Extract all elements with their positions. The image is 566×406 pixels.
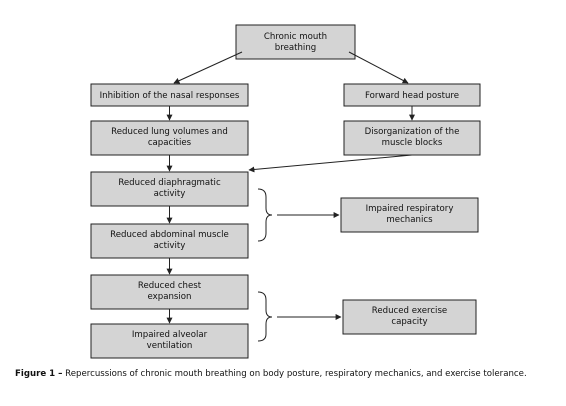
box-text-line: Reduced diaphragmatic	[118, 178, 221, 188]
caption-label: Figure 1 –	[15, 369, 63, 379]
box-text-line: mechanics	[386, 215, 433, 225]
box-text-line: Reduced chest	[138, 281, 202, 291]
box-text-line: muscle blocks	[382, 138, 443, 148]
box-text-line: activity	[154, 189, 186, 199]
box-text-line: activity	[154, 241, 186, 251]
box-text-line: breathing	[275, 43, 316, 53]
box-text-line: capacities	[148, 138, 192, 148]
box-text-line: Chronic mouth	[264, 32, 327, 42]
box-text-line: ventilation	[147, 341, 193, 351]
figure-caption: Figure 1 – Repercussions of chronic mout…	[15, 368, 555, 380]
arrow-mouth-to-nasal	[173, 51, 243, 84]
box-text-line: Disorganization of the	[365, 127, 460, 137]
box-text-line: Impaired alveolar	[132, 330, 208, 340]
box-text: Forward head posture	[365, 91, 459, 101]
caption-text: Repercussions of chronic mouth breathing…	[65, 369, 527, 379]
box-text-line: Reduced abdominal muscle	[110, 230, 229, 240]
box-text-line: Forward head posture	[365, 91, 459, 101]
brace-lower	[257, 291, 273, 342]
box-text-line: Inhibition of the nasal responses	[100, 91, 240, 101]
brace-upper	[257, 188, 273, 242]
box-text: Inhibition of the nasal responses	[100, 91, 240, 101]
box-text-line: Reduced lung volumes and	[111, 127, 228, 137]
box-inhibition-nasal-responses: Inhibition of the nasal responses	[90, 83, 249, 107]
box-text-line: Impaired respiratory	[366, 204, 454, 214]
arrow-mouth-to-head	[348, 51, 409, 84]
box-text-line: expansion	[148, 292, 192, 302]
box-text-line: Reduced exercise	[372, 306, 447, 316]
box-text-line: capacity	[391, 317, 427, 327]
box-forward-head-posture: Forward head posture	[343, 83, 481, 107]
arrow-disorganization-to-diaphragmatic	[248, 154, 413, 173]
